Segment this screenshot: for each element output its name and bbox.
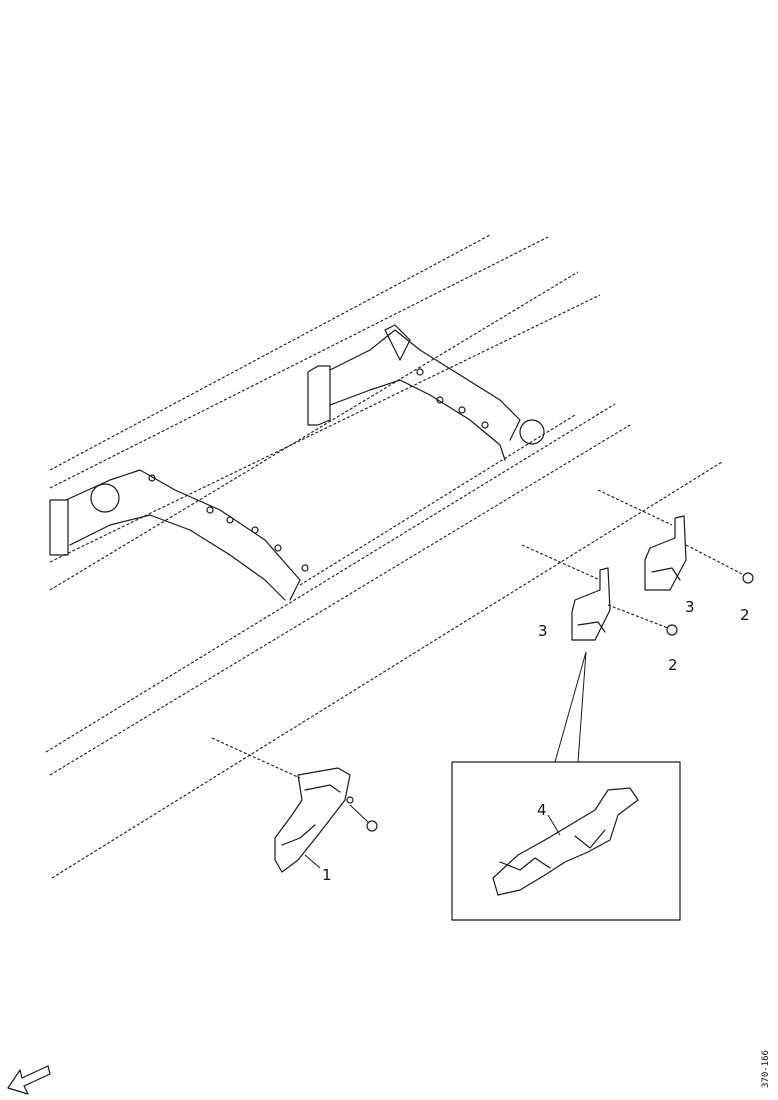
inset-leaders bbox=[554, 651, 587, 763]
bracket-part-3-right bbox=[597, 489, 754, 591]
callout-part-3-right: 3 bbox=[685, 598, 695, 616]
detail-inset bbox=[451, 761, 681, 921]
frame-rails bbox=[45, 234, 723, 879]
callout-part-2-mid: 2 bbox=[668, 656, 678, 674]
figure-code: 370-166 bbox=[761, 1050, 771, 1088]
bracket-part-3-left bbox=[521, 544, 678, 641]
cross-member-rear bbox=[307, 324, 545, 461]
callout-part-3-left: 3 bbox=[538, 622, 548, 640]
cross-member-front bbox=[49, 469, 309, 601]
callout-part-2-right: 2 bbox=[740, 606, 750, 624]
callout-part-1: 1 bbox=[322, 866, 332, 884]
front-direction-arrow-icon bbox=[7, 1065, 51, 1095]
bracket-part-1 bbox=[211, 737, 378, 873]
callout-part-4: 4 bbox=[537, 801, 547, 819]
